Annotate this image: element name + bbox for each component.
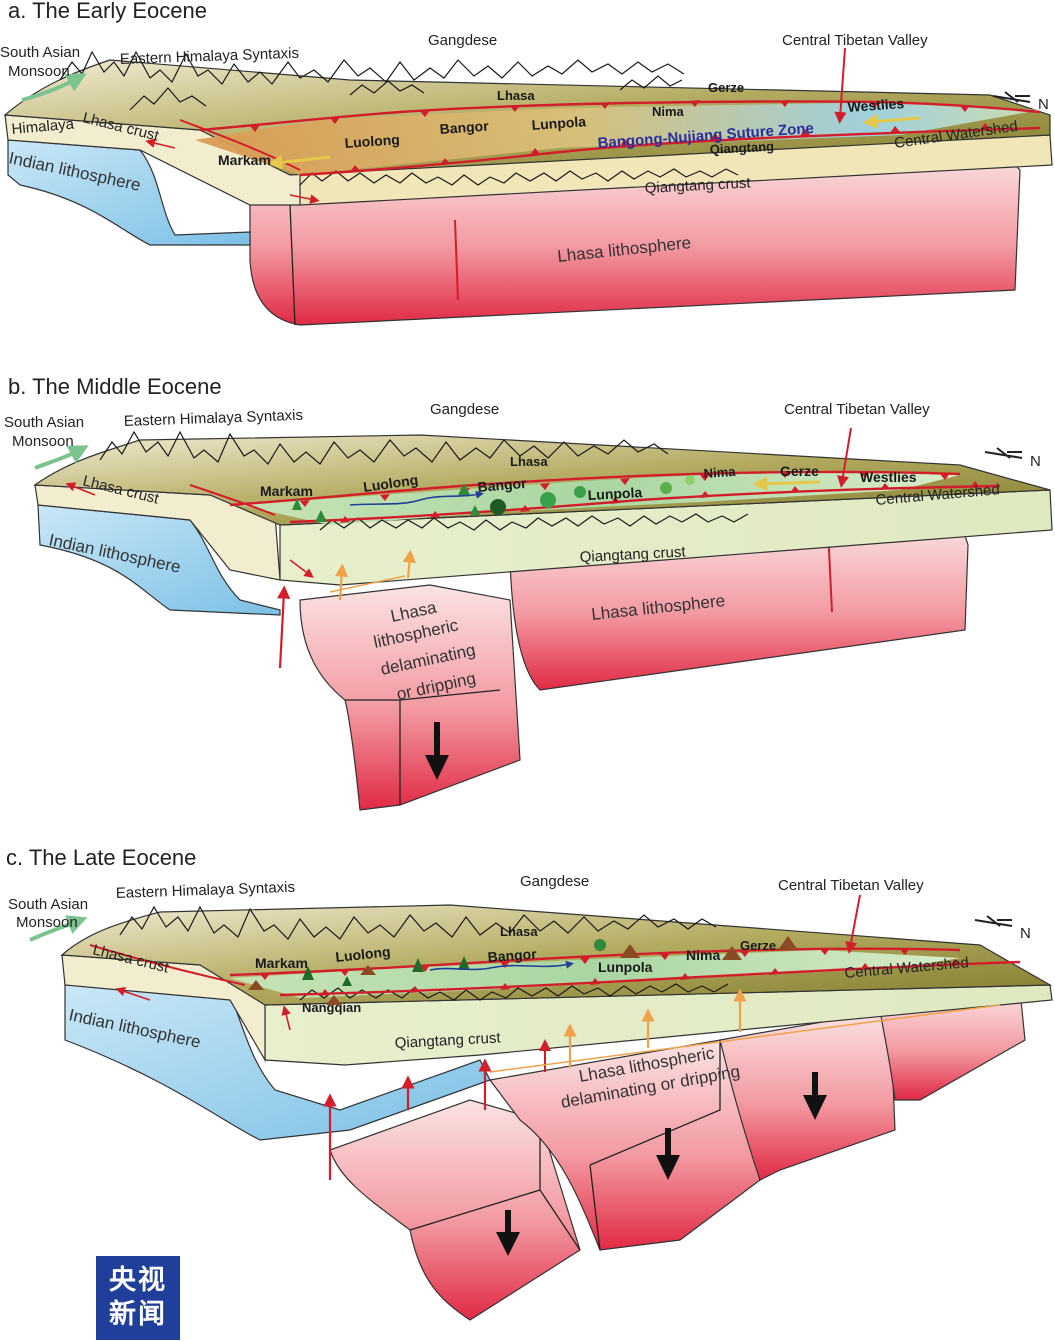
- indian-lithosphere-block-c: [64, 984, 491, 1141]
- markam-label-c: Markam: [255, 955, 308, 971]
- gerze-label-a: Gerze: [708, 80, 744, 95]
- syntaxis-label-c: Eastern Himalaya Syntaxis: [116, 879, 296, 902]
- luolong-label-b: Luolong: [362, 471, 419, 495]
- gangdese-label-c: Gangdese: [520, 873, 589, 890]
- bangor-label-a: Bangor: [439, 118, 490, 137]
- qiangtang-label-a: Qiangtang: [709, 139, 774, 157]
- lhasa-label-a: Lhasa: [497, 88, 535, 103]
- north-label-b: N: [1030, 453, 1041, 470]
- westlies-label-b: Westlies: [860, 469, 917, 485]
- delaminating-block-c2: [488, 1039, 761, 1251]
- valley-label-a: Central Tibetan Valley: [782, 32, 928, 49]
- monsoon-label-b1: South Asian: [4, 414, 84, 431]
- gangdese-label-a: Gangdese: [428, 32, 497, 49]
- indian-lithosphere-block: [7, 139, 251, 246]
- himalaya-label-a: Himalaya: [11, 116, 75, 138]
- north-label-a: N: [1038, 96, 1049, 113]
- vegetation-c: [302, 939, 606, 986]
- bangor-label-c: Bangor: [487, 946, 538, 965]
- nima-label-c: Nima: [686, 947, 720, 963]
- monsoon-label-b2: Monsoon: [12, 433, 74, 450]
- lhasa-label-b: Lhasa: [510, 454, 548, 469]
- lhasa-label-c: Lhasa: [500, 924, 538, 939]
- panel-a-title: a. The Early Eocene: [8, 0, 207, 23]
- monsoon-label-c2: Monsoon: [16, 914, 78, 931]
- panel-b-title: b. The Middle Eocene: [8, 374, 222, 399]
- panel-c: c. The Late Eocene: [6, 845, 1053, 1321]
- central-tibetan-valley-basin-c: [230, 950, 960, 998]
- markam-label-a: Markam: [218, 152, 271, 168]
- bangor-label-b: Bangor: [477, 475, 528, 495]
- monsoon-label-a2: Monsoon: [8, 63, 70, 80]
- gangdese-label-b: Gangdese: [430, 401, 499, 418]
- lunpola-label-b: Lunpola: [587, 484, 642, 503]
- central-tibetan-valley-basin-a: [195, 102, 1040, 175]
- gerze-label-b: Gerze: [780, 463, 819, 479]
- panel-b: b. The Middle Eocene: [4, 374, 1053, 811]
- monsoon-label-a1: South Asian: [0, 44, 80, 61]
- logo-line-1: 央视: [109, 1265, 167, 1296]
- delaminating-block-c4: [879, 989, 1026, 1101]
- lunpola-label-a: Lunpola: [531, 113, 587, 133]
- north-label-c: N: [1020, 925, 1031, 942]
- qiangtang-crust-label-b: Qiangtang crust: [579, 543, 686, 566]
- valley-label-b: Central Tibetan Valley: [784, 401, 930, 418]
- luolong-label-c: Luolong: [335, 943, 392, 965]
- panel-c-title: c. The Late Eocene: [6, 845, 196, 870]
- delaminating-block-c1: [329, 1099, 581, 1321]
- indian-lithosphere-block-b: [37, 504, 281, 616]
- nangqian-label-c: Nangqian: [302, 1000, 361, 1015]
- qiangtang-crust-label-a: Qiangtang crust: [644, 174, 751, 197]
- nima-label-a: Nima: [652, 104, 685, 119]
- delaminating-block-b: [299, 584, 521, 811]
- logo-line-2: 新闻: [109, 1299, 167, 1330]
- monsoon-label-c1: South Asian: [8, 896, 88, 913]
- panel-a: a. The Early Eocene: [0, 0, 1053, 326]
- qiangtang-crust-label-c: Qiangtang crust: [394, 1029, 501, 1052]
- markam-label-b: Markam: [260, 483, 313, 499]
- gerze-label-c: Gerze: [740, 938, 776, 953]
- syntaxis-label-b: Eastern Himalaya Syntaxis: [124, 407, 304, 430]
- westlies-label-a: Westlies: [847, 95, 905, 115]
- luolong-label-a: Luolong: [344, 131, 400, 151]
- syntaxis-label-a: Eastern Himalaya Syntaxis: [120, 45, 300, 68]
- vegetation-b: [292, 475, 695, 522]
- nima-label-b: Nima: [703, 464, 737, 481]
- cctv-news-logo: 央视 新闻: [96, 1256, 180, 1340]
- valley-label-c: Central Tibetan Valley: [778, 877, 924, 894]
- lunpola-label-c: Lunpola: [598, 959, 653, 975]
